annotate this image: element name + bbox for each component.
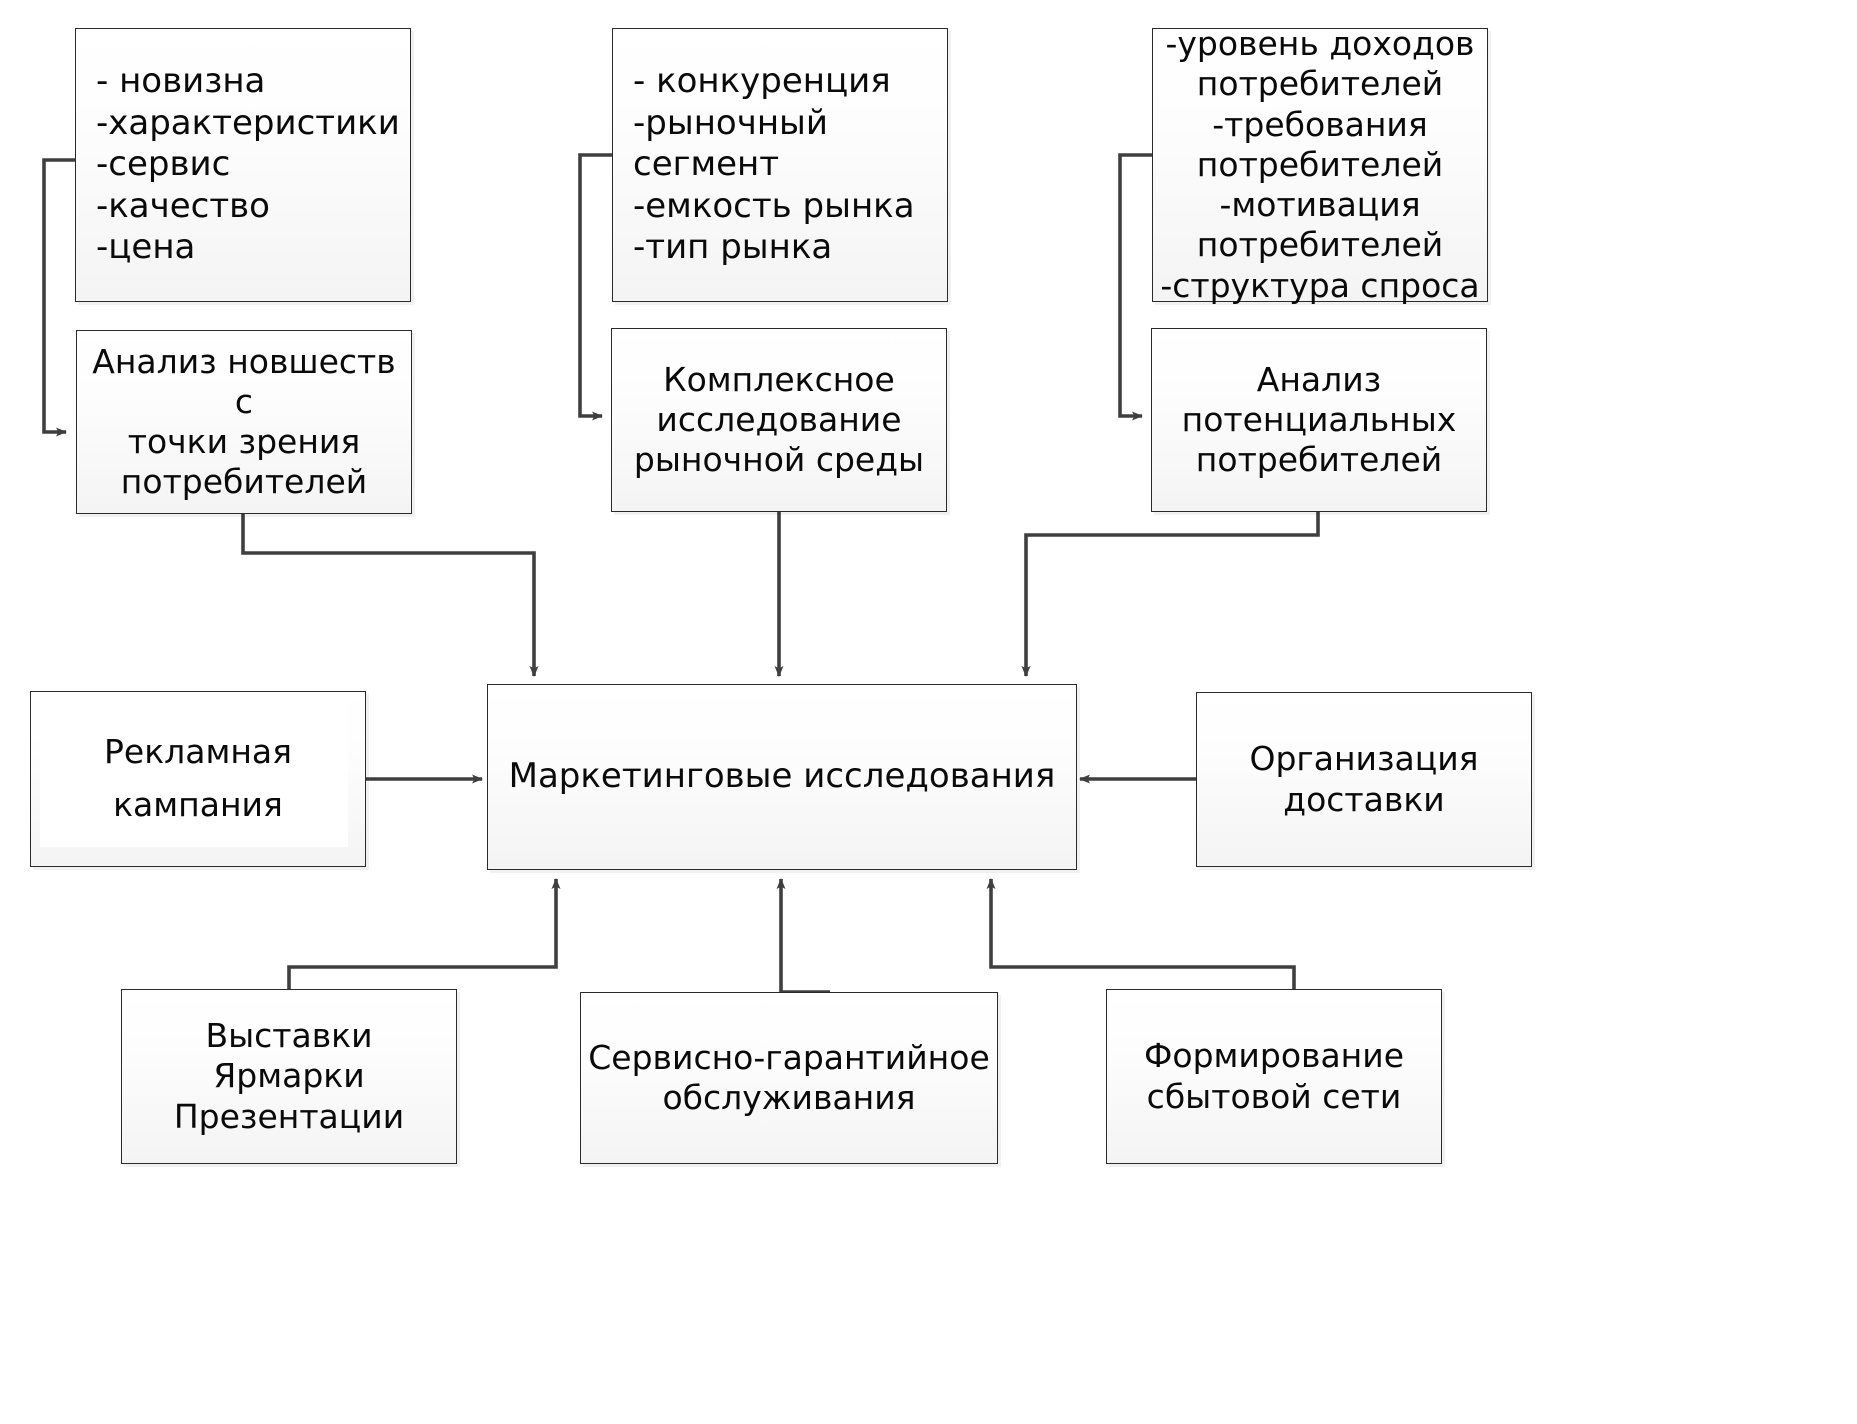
connector-criteria-consumers-to-analysis-consumers (1118, 153, 1152, 421)
node-marketing-research[interactable]: Маркетинговые исследования (487, 684, 1077, 870)
connector-expos-to-center (287, 878, 561, 989)
node-criteria-consumers-label: -уровень доходов потребителей -требовани… (1160, 24, 1480, 305)
connector-analysis-novelty-to-center (241, 514, 539, 677)
connector-analysis-consumers-to-center (1021, 512, 1320, 677)
node-criteria-market-label: - конкуренция -рыночный сегмент -емкость… (633, 61, 915, 268)
node-service[interactable]: Сервисно-гарантийное обслуживания (580, 992, 998, 1164)
node-criteria-product[interactable]: - новизна -характеристики -сервис -качес… (75, 28, 411, 302)
node-delivery[interactable]: Организация доставки (1196, 692, 1532, 867)
node-expos[interactable]: Выставки Ярмарки Презентации (121, 989, 457, 1164)
connector-criteria-market-to-analysis-market (578, 153, 612, 421)
connector-criteria-product-to-analysis-novelty (42, 158, 75, 437)
node-sales-network-label: Формирование сбытовой сети (1143, 1036, 1405, 1116)
node-criteria-product-label: - новизна -характеристики -сервис -качес… (96, 61, 400, 268)
node-ad-campaign[interactable]: Рекламная кампания (30, 691, 366, 867)
node-criteria-consumers[interactable]: -уровень доходов потребителей -требовани… (1152, 24, 1488, 305)
node-delivery-label: Организация доставки (1249, 739, 1479, 819)
node-analysis-consumers-label: Анализ потенциальных потребителей (1181, 359, 1457, 480)
node-service-label: Сервисно-гарантийное обслуживания (588, 1037, 990, 1117)
node-analysis-novelty[interactable]: Анализ новшеств с точки зрения потребите… (76, 330, 412, 514)
connector-sales-network-to-center (986, 878, 1296, 989)
node-analysis-novelty-label: Анализ новшеств с точки зрения потребите… (92, 341, 396, 502)
node-criteria-market[interactable]: - конкуренция -рыночный сегмент -емкость… (612, 28, 948, 302)
node-analysis-market-label: Комплексное исследование рыночной среды (633, 359, 925, 480)
node-analysis-consumers[interactable]: Анализ потенциальных потребителей (1151, 328, 1487, 512)
node-expos-label: Выставки Ярмарки Презентации (173, 1016, 405, 1136)
node-ad-campaign-label: Рекламная кампания (104, 732, 292, 824)
connector-service-to-center (776, 878, 830, 994)
node-marketing-research-label: Маркетинговые исследования (508, 756, 1056, 797)
node-analysis-market[interactable]: Комплексное исследование рыночной среды (611, 328, 947, 512)
node-sales-network[interactable]: Формирование сбытовой сети (1106, 989, 1442, 1164)
